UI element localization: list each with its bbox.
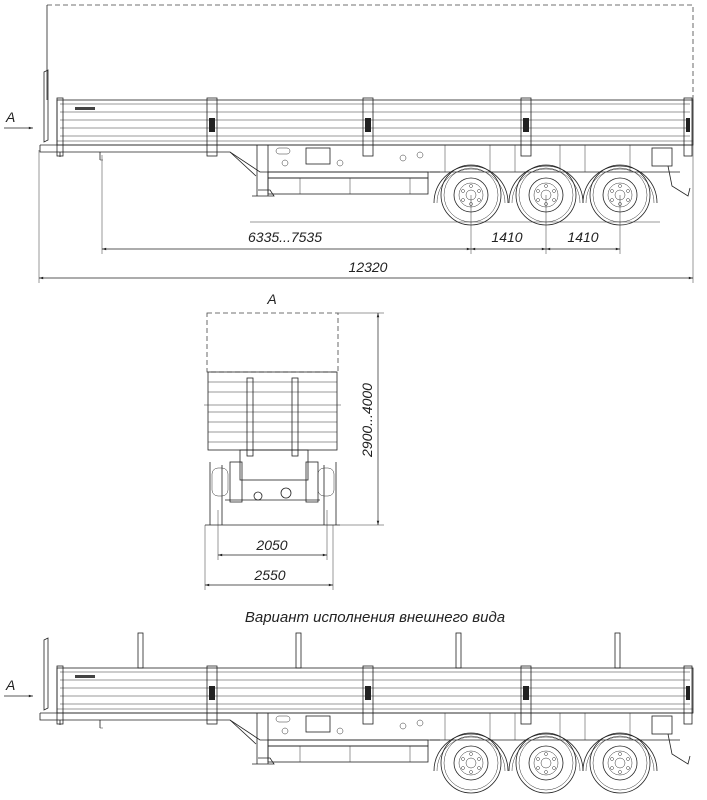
front-view-title: A [266, 291, 276, 307]
trailer-side-drawing [40, 70, 693, 225]
dim-axle-spacing-1: 1410 [491, 229, 522, 245]
dim-overall-width: 2550 [253, 567, 285, 583]
dim-kingpin-to-axle: 6335...7535 [248, 229, 322, 245]
dim-axle-spacing-2: 1410 [567, 229, 598, 245]
variant-caption: Вариант исполнения внешнего вида [245, 609, 505, 626]
variant-side-view: A [4, 632, 693, 793]
variant-view-marker-a: A [5, 677, 15, 693]
dimension-lines [38, 247, 694, 280]
dim-overall-length: 12320 [349, 259, 388, 275]
cargo-envelope-outline [47, 4, 694, 100]
cargo-envelope-outline [206, 312, 339, 373]
side-view: 6335...7535 1410 1410 12320 A [4, 4, 694, 283]
dim-track-width: 2050 [255, 537, 287, 553]
front-wall [207, 371, 338, 451]
dim-height: 2900...4000 [359, 383, 375, 458]
stakes [137, 632, 621, 669]
view-marker-a: A [5, 109, 15, 125]
front-view: A [204, 291, 384, 590]
